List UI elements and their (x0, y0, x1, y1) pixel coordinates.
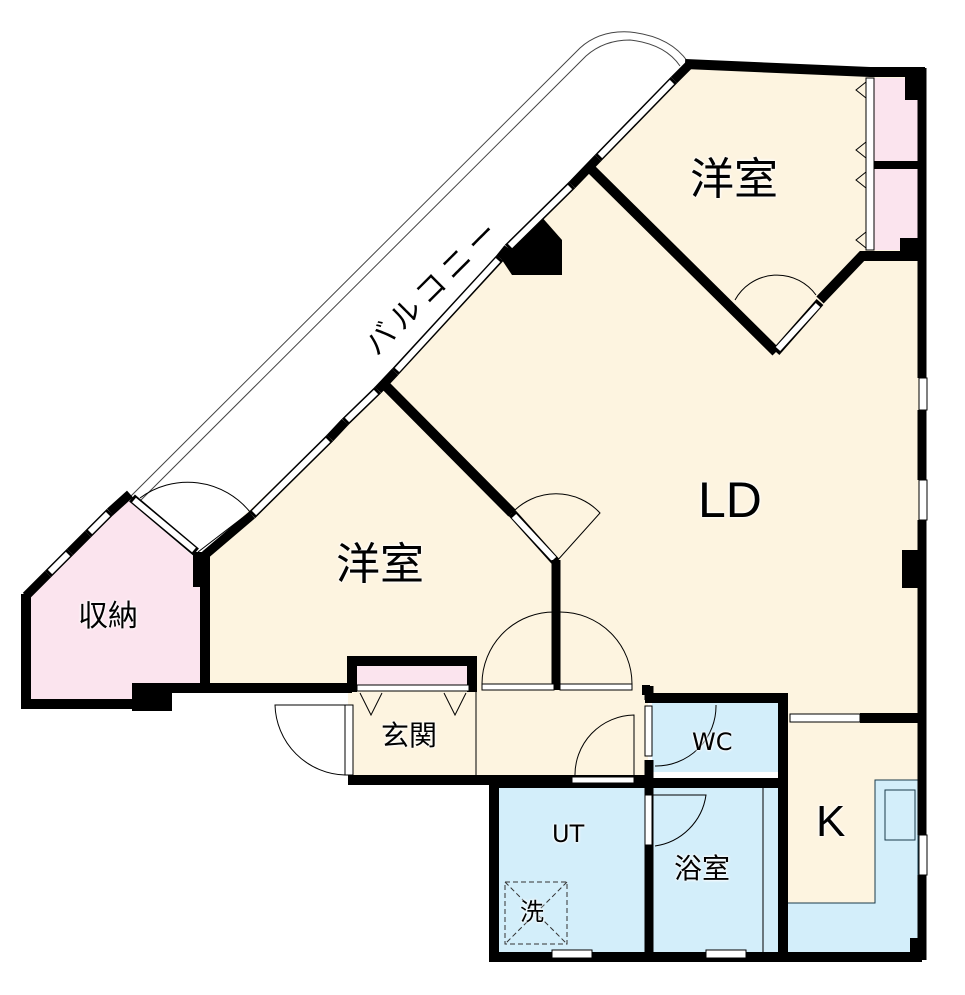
floor-storage (28, 500, 205, 700)
balcony (129, 31, 689, 506)
kitchen-sink (884, 789, 916, 841)
window-diagonals (44, 76, 678, 578)
floor-living-area (205, 66, 920, 780)
closet-entrance (357, 665, 469, 685)
room-label-kitchen: K (816, 797, 846, 846)
room-label-bath: 浴室 (674, 852, 731, 885)
room-label-storage: 収納 (78, 599, 138, 634)
washer-label: 洗 (520, 898, 544, 926)
floor-utility (497, 785, 647, 953)
washer-pan (504, 881, 568, 945)
door-swings (139, 81, 867, 953)
floors (28, 66, 920, 956)
room-label-entrance: 玄関 (381, 719, 438, 752)
walls (21, 59, 927, 962)
floor-bath (652, 785, 778, 953)
room-label-utility: UT (552, 820, 585, 848)
windows (344, 77, 928, 959)
room-label-wc: WC (692, 728, 733, 756)
room-label-western-top: 洋室 (690, 154, 778, 205)
floor-wc (652, 700, 778, 772)
room-label-western-left: 洋室 (336, 539, 424, 590)
room-label-ld: LD (698, 472, 762, 528)
